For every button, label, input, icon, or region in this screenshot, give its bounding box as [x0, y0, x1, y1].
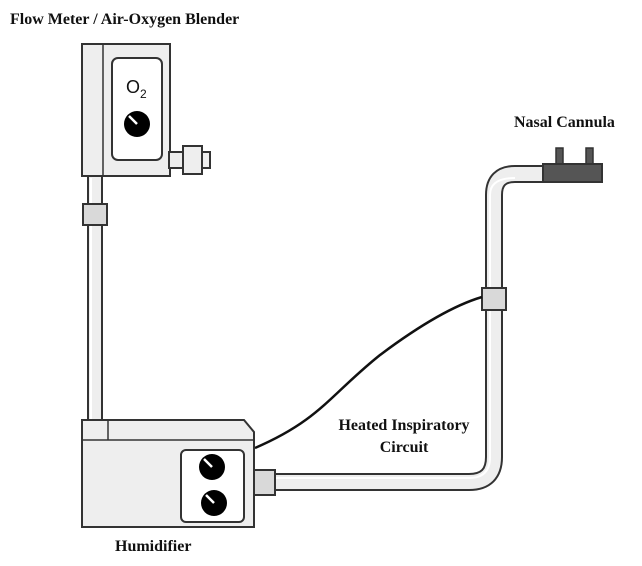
flow-meter-outlet-fitting [168, 145, 211, 175]
heater-wire [254, 295, 483, 450]
humidifier-knob-bottom[interactable] [201, 490, 227, 516]
humidifier-outlet-port [253, 469, 276, 496]
humidifier-label: Humidifier [115, 538, 191, 555]
flow-meter-panel [111, 57, 163, 161]
flow-meter-label: Flow Meter / Air-Oxygen Blender [10, 11, 239, 28]
nasal-cannula-label: Nasal Cannula [514, 114, 615, 131]
heated-circuit-label-line2: Circuit [380, 439, 429, 456]
humidifier-control-panel [180, 449, 245, 523]
heated-inspiratory-circuit [274, 165, 545, 491]
oxygen-symbol: O2 [126, 77, 147, 101]
nasal-cannula [542, 147, 603, 183]
tube-coupler [82, 203, 108, 226]
humidifier-knob-top[interactable] [199, 454, 225, 480]
oxygen-flow-knob[interactable] [124, 111, 150, 137]
circuit-coupler [481, 287, 507, 311]
heated-circuit-label-line1: Heated Inspiratory [338, 417, 469, 434]
